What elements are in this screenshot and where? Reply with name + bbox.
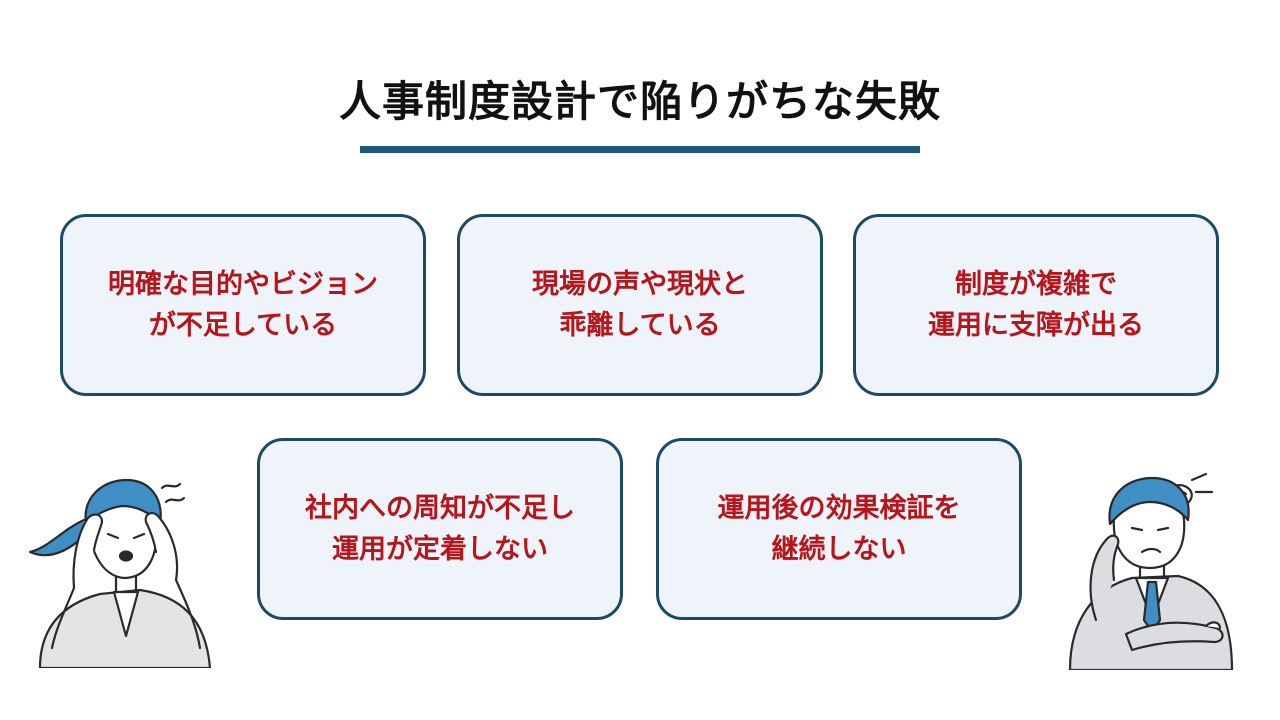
failure-card-3: 制度が複雑で 運用に支障が出る: [853, 214, 1219, 396]
card-text-line: 明確な目的やビジョン: [108, 269, 378, 300]
page-title: 人事制度設計で陥りがちな失敗: [338, 77, 941, 126]
card-text-line: 乖離している: [559, 310, 721, 341]
card-text-line: 社内への周知が不足し: [305, 493, 575, 524]
failure-card-2: 現場の声や現状と 乖離している: [457, 214, 823, 396]
card-text-line: 運用後の効果検証を: [717, 493, 961, 524]
card-text-line: 運用に支障が出る: [928, 310, 1144, 341]
card-text-line: 現場の声や現状と: [532, 269, 748, 300]
card-text-line: 制度が複雑で: [955, 269, 1117, 300]
title-underline: [360, 146, 920, 153]
failure-card-4: 社内への周知が不足し 運用が定着しない: [257, 438, 623, 620]
card-text-line: 継続しない: [771, 534, 907, 565]
stressed-woman-icon: [28, 478, 212, 668]
card-text-line: 運用が定着しない: [332, 534, 548, 565]
troubled-man-icon: [1068, 472, 1234, 670]
failure-card-5: 運用後の効果検証を 継続しない: [656, 438, 1022, 620]
card-text-line: が不足している: [148, 310, 338, 341]
failure-card-1: 明確な目的やビジョン が不足している: [60, 214, 426, 396]
